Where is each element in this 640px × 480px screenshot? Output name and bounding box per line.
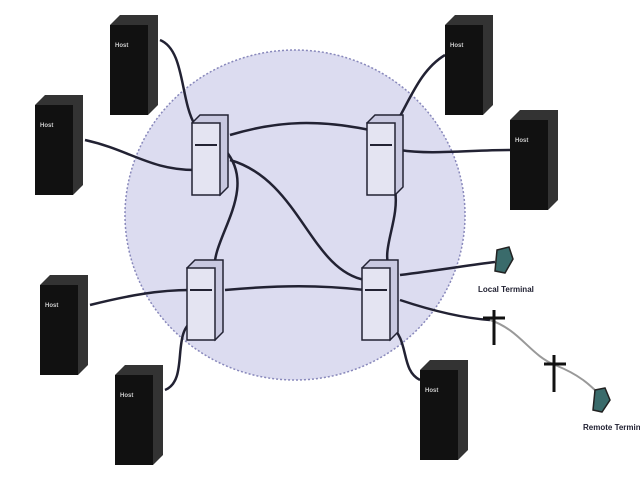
host-computer: Host (445, 15, 493, 115)
host-label: Host (515, 138, 528, 144)
host-label: Host (450, 43, 463, 49)
local-terminal-label: Local Terminal (478, 285, 534, 294)
link (399, 298, 491, 322)
host-computer: Host (510, 110, 558, 210)
local-terminal-icon (494, 246, 514, 274)
link (89, 288, 191, 307)
host-label: Host (120, 393, 133, 399)
link (229, 121, 371, 137)
host-label: Host (115, 43, 128, 49)
host-label: Host (425, 388, 438, 394)
remote-terminal-label: Remote Terminal (583, 423, 640, 432)
link (229, 158, 366, 282)
host-computer: Host (110, 15, 158, 115)
remote-link (489, 319, 601, 396)
repeater-1 (483, 310, 505, 345)
link (399, 260, 496, 277)
link (399, 148, 511, 154)
subnet-circle (124, 49, 466, 381)
switch-node (366, 114, 404, 197)
switch-node (186, 259, 224, 342)
switch-node (191, 114, 229, 197)
link (224, 285, 366, 292)
link (213, 149, 239, 271)
host-label: Host (40, 123, 53, 129)
host-computer: Host (115, 365, 163, 465)
host-label: Host (45, 303, 58, 309)
link (159, 38, 197, 126)
switch-node (361, 259, 399, 342)
host-computer: Host (35, 95, 83, 195)
host-computer: Host (40, 275, 88, 375)
repeater-2 (544, 355, 566, 392)
remote-terminal-icon (592, 387, 611, 413)
host-computer: Host (420, 360, 468, 460)
link (84, 138, 196, 172)
